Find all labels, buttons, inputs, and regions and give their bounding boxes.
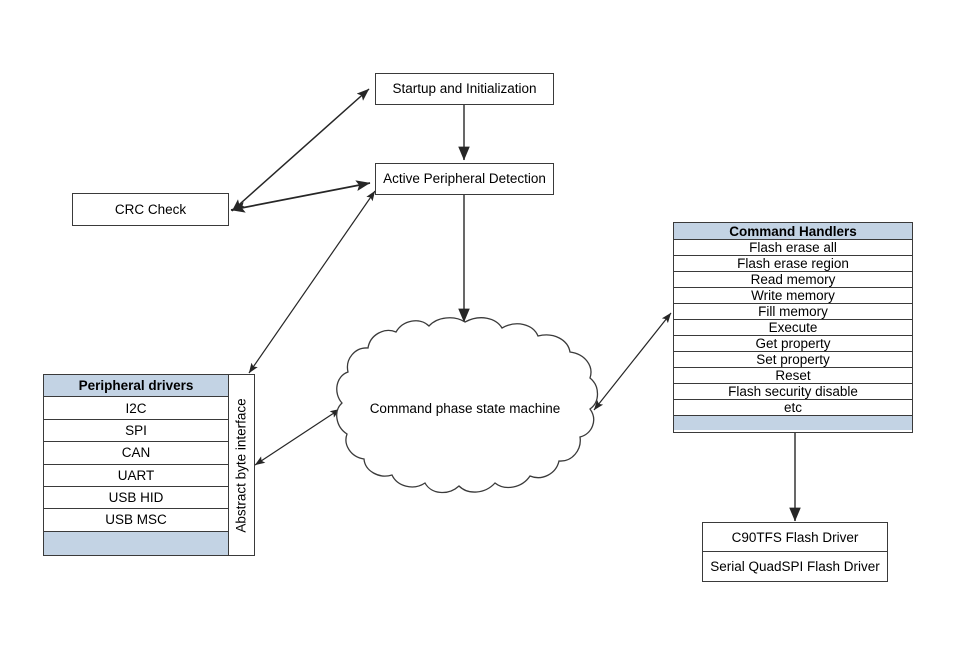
table-row[interactable]: Read memory [674, 272, 912, 288]
peripheral-row-label: USB MSC [105, 512, 167, 528]
peripheral-row-label: I2C [125, 400, 147, 416]
command-handlers-column: Command Handlers Flash erase all Flash e… [673, 222, 913, 433]
command-handlers-footer [674, 416, 912, 430]
table-row[interactable]: Write memory [674, 288, 912, 304]
peripheral-drivers-table: Peripheral drivers I2C SPI CAN UART USB … [43, 374, 255, 556]
peripheral-row-label: USB HID [108, 490, 164, 506]
table-row[interactable]: Flash erase region [674, 256, 912, 272]
command-row-label: etc [783, 400, 802, 415]
peripheral-drivers-footer [44, 531, 228, 555]
table-row[interactable]: Execute [674, 320, 912, 336]
peripheral-row-label: CAN [121, 445, 151, 461]
peripheral-drivers-column: Peripheral drivers I2C SPI CAN UART USB … [43, 374, 229, 556]
table-row[interactable]: Get property [674, 336, 912, 352]
connector-cloud-to-command-handlers [593, 312, 672, 411]
table-row[interactable]: Reset [674, 368, 912, 384]
serial-quadspi-flash-driver-row[interactable]: Serial QuadSPI Flash Driver [703, 552, 887, 581]
c90tfs-flash-driver-label: C90TFS Flash Driver [731, 529, 859, 545]
table-row[interactable]: I2C [44, 397, 228, 420]
command-handlers-table: Command Handlers Flash erase all Flash e… [673, 222, 913, 433]
flash-drivers-table: C90TFS Flash Driver Serial QuadSPI Flash… [702, 522, 888, 582]
peripheral-row-label: UART [117, 467, 155, 483]
command-handlers-header: Command Handlers [674, 223, 912, 240]
table-row[interactable]: USB MSC [44, 509, 228, 532]
command-row-label: Read memory [750, 272, 836, 287]
table-row[interactable]: Fill memory [674, 304, 912, 320]
table-row[interactable]: SPI [44, 419, 228, 443]
connector-crc-to-active-peripheral [230, 180, 371, 213]
startup-and-initialization-label: Startup and Initialization [392, 81, 537, 97]
table-row[interactable]: Set property [674, 352, 912, 368]
active-peripheral-detection-box[interactable]: Active Peripheral Detection [375, 163, 554, 195]
active-peripheral-detection-label: Active Peripheral Detection [383, 171, 546, 187]
command-row-label: Execute [768, 320, 818, 335]
startup-and-initialization-box[interactable]: Startup and Initialization [375, 73, 554, 105]
table-row[interactable]: Flash security disable [674, 384, 912, 400]
crc-check-label: CRC Check [114, 201, 187, 217]
abstract-byte-interface-column[interactable]: Abstract byte interface [229, 374, 255, 556]
table-row[interactable]: etc [674, 400, 912, 416]
table-row[interactable]: Flash erase all [674, 240, 912, 256]
command-row-label: Flash erase region [737, 256, 849, 271]
peripheral-drivers-header-label: Peripheral drivers [78, 378, 194, 394]
command-row-label: Flash security disable [728, 384, 858, 399]
table-row[interactable]: CAN [44, 442, 228, 465]
c90tfs-flash-driver-row[interactable]: C90TFS Flash Driver [703, 523, 887, 553]
peripheral-drivers-header: Peripheral drivers [44, 375, 228, 398]
peripheral-row-label: SPI [125, 422, 147, 438]
command-row-label: Set property [756, 352, 830, 367]
crc-check-box[interactable]: CRC Check [72, 193, 229, 226]
serial-quadspi-flash-driver-label: Serial QuadSPI Flash Driver [710, 559, 880, 574]
command-row-label: Fill memory [758, 304, 828, 319]
command-row-label: Reset [775, 368, 811, 383]
command-row-label: Flash erase all [749, 240, 837, 255]
flash-drivers-column: C90TFS Flash Driver Serial QuadSPI Flash… [702, 522, 888, 582]
connector-crc-to-startup [231, 88, 370, 212]
connector-abstract-byte-interface-to-cloud [254, 408, 341, 466]
table-row[interactable]: UART [44, 464, 228, 487]
command-row-label: Get property [755, 336, 831, 351]
command-row-label: Write memory [751, 288, 835, 303]
command-handlers-header-label: Command Handlers [729, 223, 857, 239]
cloud-shape [336, 317, 599, 494]
command-phase-state-machine-cloud: Command phase state machine [330, 316, 600, 501]
abstract-byte-interface-label: Abstract byte interface [234, 397, 250, 533]
table-row[interactable]: USB HID [44, 486, 228, 510]
